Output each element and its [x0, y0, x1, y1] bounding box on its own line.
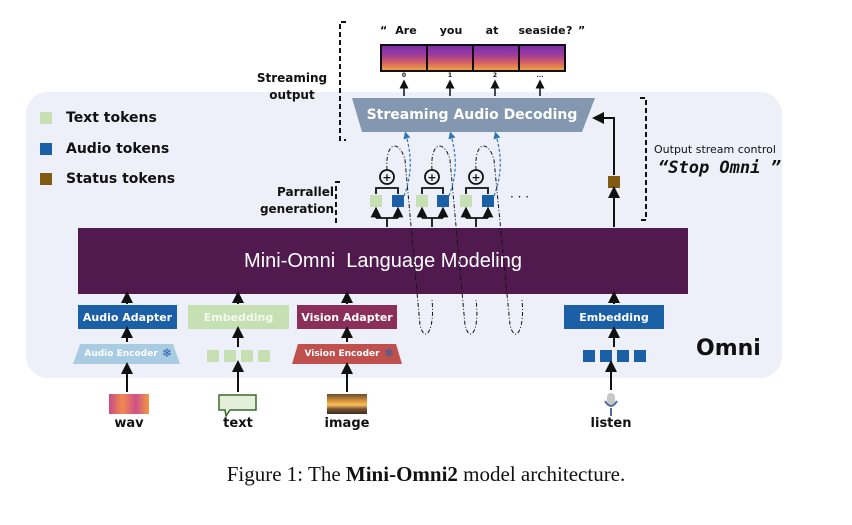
chunk-index: 2: [492, 72, 498, 79]
svg-text:+: +: [471, 171, 480, 184]
audio-token-to-decoder: [448, 131, 456, 197]
parallel-generation-bracket: [335, 181, 340, 223]
audio-token: [617, 350, 629, 362]
feedback-loop: [431, 145, 478, 335]
question-mark: ?: [566, 24, 573, 37]
input-label-image: image: [324, 416, 370, 431]
token-group: +: [460, 169, 494, 227]
output-word: you: [439, 24, 463, 37]
waveform-icon: [109, 394, 149, 414]
omni-label: Omni: [696, 336, 761, 361]
ellipsis: · · ·: [510, 190, 530, 204]
spectrogram-chunk: [426, 44, 474, 72]
audio-token-to-decoder: [493, 131, 501, 197]
feedback-loop: [386, 145, 434, 335]
streaming-audio-decoding: Streaming Audio Decoding: [366, 107, 578, 123]
sunset-image-icon: [327, 394, 367, 414]
quote-close: ”: [578, 24, 586, 37]
text-token: [460, 195, 472, 207]
text-token: [258, 350, 270, 362]
streaming-output-bracket: [339, 21, 346, 141]
vision-encoder-shape: [292, 344, 402, 364]
output-control-bracket: [640, 97, 647, 221]
status-token-swatch: [40, 173, 52, 185]
audio-adapter-box: Audio Adapter: [78, 305, 177, 329]
quote-open: “: [380, 24, 388, 37]
text-embedding-box: Embedding: [188, 305, 289, 329]
audio-token-swatch: [40, 143, 52, 155]
audio-token: [634, 350, 646, 362]
legend-label: Status tokens: [66, 171, 176, 187]
audio-token-to-decoder: [403, 131, 411, 197]
listen-embedding-box: Embedding: [564, 305, 664, 329]
status-token: [608, 176, 620, 188]
audio-token: [583, 350, 595, 362]
text-token: [224, 350, 236, 362]
caption-suffix: model architecture.: [457, 462, 626, 486]
figure-caption: Figure 1: The Mini-Omni2 model architect…: [0, 462, 852, 487]
svg-text:+: +: [382, 171, 391, 184]
feedback-loop: [475, 145, 524, 335]
caption-model-name: Mini-Omni2: [345, 462, 458, 486]
text-token-swatch: [40, 112, 52, 124]
spectrogram-chunk: [518, 44, 566, 72]
legend-label: Audio tokens: [66, 141, 170, 157]
output-stream-control-label: Output stream control: [654, 143, 776, 156]
text-token: [370, 195, 382, 207]
vision-adapter-box: Vision Adapter: [297, 305, 397, 329]
audio-token: [392, 195, 404, 207]
output-word: seaside: [518, 24, 566, 37]
input-label-listen: listen: [590, 416, 632, 431]
text-token: [207, 350, 219, 362]
token-group: +: [370, 169, 404, 227]
svg-text:+: +: [427, 171, 436, 184]
parallel-generation-label: Parrallel generation: [259, 185, 334, 216]
audio-encoder-shape: [73, 344, 180, 364]
audio-token: [600, 350, 612, 362]
token-group: +: [416, 169, 449, 227]
chunk-index: 1: [447, 72, 453, 79]
legend-label: Text tokens: [66, 110, 157, 126]
audio-token: [437, 195, 449, 207]
language-model-box: Mini-Omni Language Modeling: [78, 228, 688, 294]
legend-text-tokens: Text tokens: [40, 110, 157, 126]
arrow: [592, 112, 615, 175]
output-word: Are: [395, 24, 417, 37]
decoder-shape: [352, 98, 595, 132]
streaming-output-label: Streaming output: [256, 71, 328, 102]
input-label-text: text: [223, 416, 253, 431]
caption-prefix: Figure 1: The: [226, 462, 346, 486]
chunk-index: 0: [401, 72, 407, 79]
legend-status-tokens: Status tokens: [40, 171, 175, 187]
speech-bubble-icon: [218, 394, 257, 418]
legend-audio-tokens: Audio tokens: [40, 141, 169, 157]
input-label-wav: wav: [114, 416, 144, 431]
snowflake-icon: ❄: [384, 346, 395, 360]
text-token: [416, 195, 428, 207]
spectrogram-chunk: [472, 44, 520, 72]
snowflake-icon: ❄: [162, 346, 173, 360]
audio-encoder-box: Audio Encoder: [84, 349, 158, 359]
output-word: at: [485, 24, 499, 37]
stop-omni-label: “Stop Omni ”: [658, 158, 781, 178]
microphone-icon: [604, 393, 618, 416]
audio-token: [482, 195, 494, 207]
vision-encoder-box: Vision Encoder: [304, 349, 380, 359]
chunk-index: ...: [536, 72, 544, 79]
text-token: [241, 350, 253, 362]
